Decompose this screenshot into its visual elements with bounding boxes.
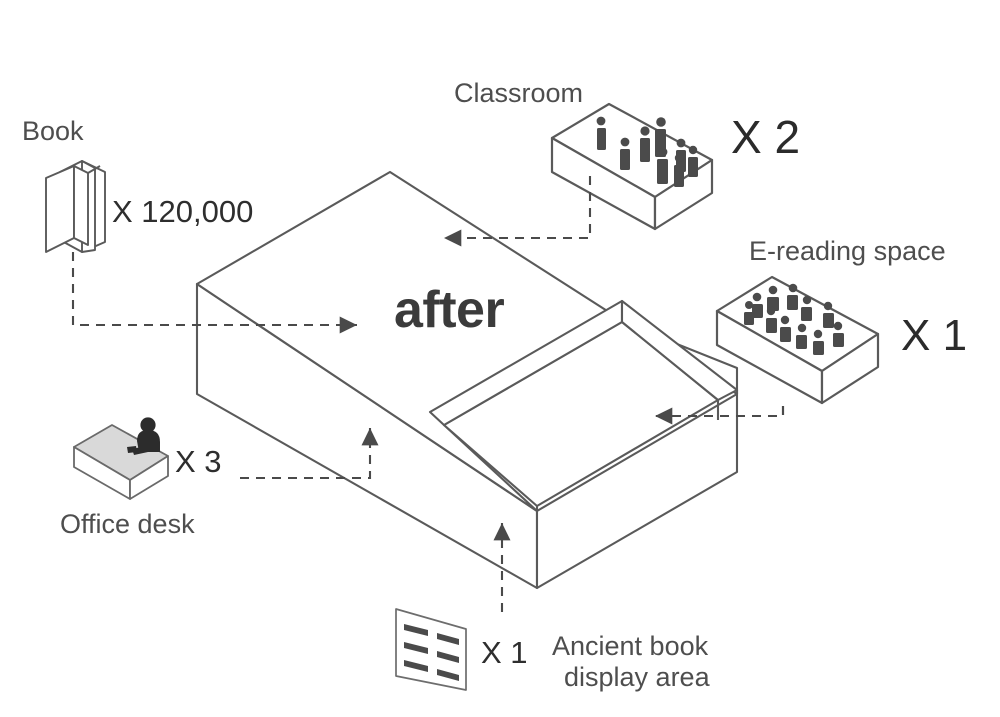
count-office-desk: X 3	[175, 444, 222, 479]
book-cover-front	[45, 165, 75, 253]
book-stack-icon	[45, 160, 106, 253]
book-to-building-arrow	[71, 252, 357, 334]
ancient-book-panel-icon	[395, 608, 467, 691]
classroom-to-building-arrow	[444, 176, 592, 247]
desk-right-side	[129, 455, 169, 500]
label-classroom: Classroom	[454, 78, 584, 108]
label-e-reading-space: E-reading space	[749, 236, 946, 266]
classroom-box-icon	[550, 102, 714, 231]
desk-to-building-arrow	[240, 428, 379, 480]
count-classroom: X 2	[731, 111, 801, 163]
ereading-to-building-arrow-path	[655, 406, 785, 425]
count-ancient-book-display-area: X 1	[481, 635, 528, 670]
label-office-desk: Office desk	[60, 509, 195, 539]
e-reading-box-icon	[715, 275, 880, 405]
page-title-after: after	[394, 281, 505, 339]
label-ancient-book-display-area: Ancient book display area	[552, 631, 710, 693]
label-ancient-book-line1: Ancient book	[552, 631, 709, 661]
count-book: X 120,000	[112, 194, 254, 229]
classroom-figures	[596, 116, 698, 187]
ereading-box-right	[820, 332, 880, 405]
label-book: Book	[22, 116, 84, 146]
main-building-mass	[195, 170, 739, 590]
ancient-panel-slots	[404, 624, 459, 681]
building-front-right-face	[535, 392, 739, 590]
office-desk-icon	[73, 417, 169, 500]
book-spine-line	[87, 165, 101, 174]
desk-seated-person	[127, 417, 160, 455]
book-cover-spine	[73, 165, 89, 246]
count-e-reading-space: X 1	[901, 311, 968, 360]
ereading-figures	[744, 283, 844, 355]
label-ancient-book-line2: display area	[564, 662, 710, 693]
